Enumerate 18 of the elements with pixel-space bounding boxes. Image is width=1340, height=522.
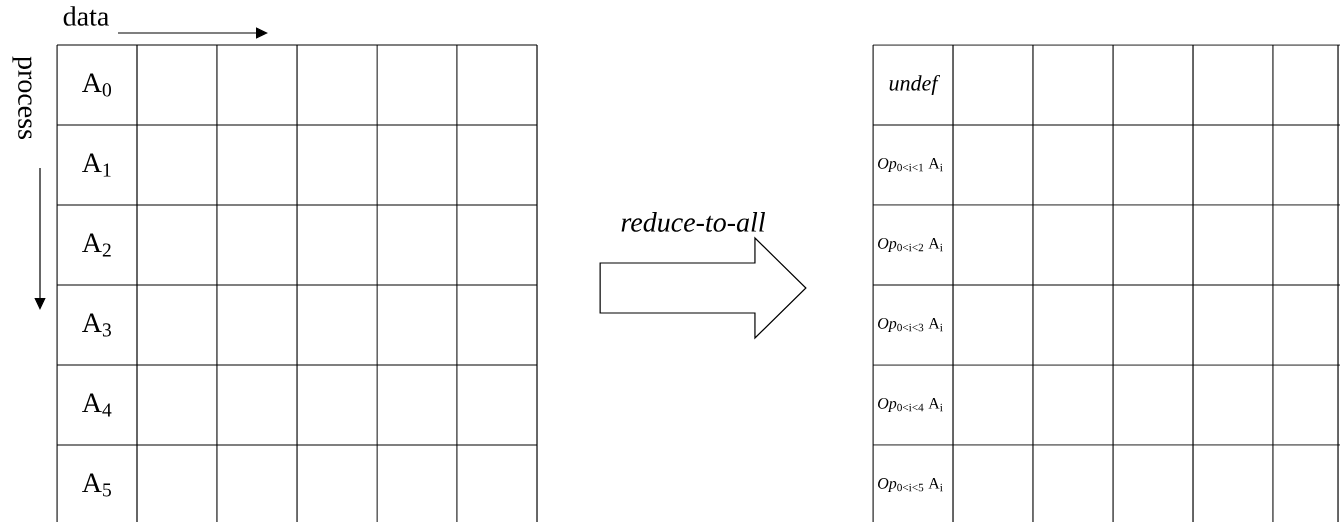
cell-text: Op$_{0<i<1}$ A$_{i}$ (878, 158, 943, 172)
cell-text: A$_{2}$ (82, 233, 111, 257)
edge-label: reduce-to-all (621, 212, 765, 232)
cell-text: A$_{1}$ (82, 153, 111, 177)
cell-text: Op$_{0<i<5}$ A$_{i}$ (878, 478, 943, 492)
cell-text: A$_{4}$ (82, 393, 112, 417)
cell-text: Op$_{0<i<2}$ A$_{i}$ (878, 238, 943, 252)
cell-text: A$_{0}$ (82, 73, 111, 97)
block-arrow (599, 236, 807, 340)
axis-label: process (12, 56, 32, 139)
cell-text: A$_{3}$ (82, 313, 111, 337)
axis-label: data (63, 6, 109, 26)
table-grid (56, 44, 538, 522)
table-grid (872, 44, 1340, 522)
cell-text: Op$_{0<i<3}$ A$_{i}$ (878, 318, 943, 332)
cell-text: Op$_{0<i<4}$ A$_{i}$ (878, 398, 943, 412)
cell-text: A$_{5}$ (82, 473, 111, 497)
cell-text: undef (889, 74, 940, 96)
